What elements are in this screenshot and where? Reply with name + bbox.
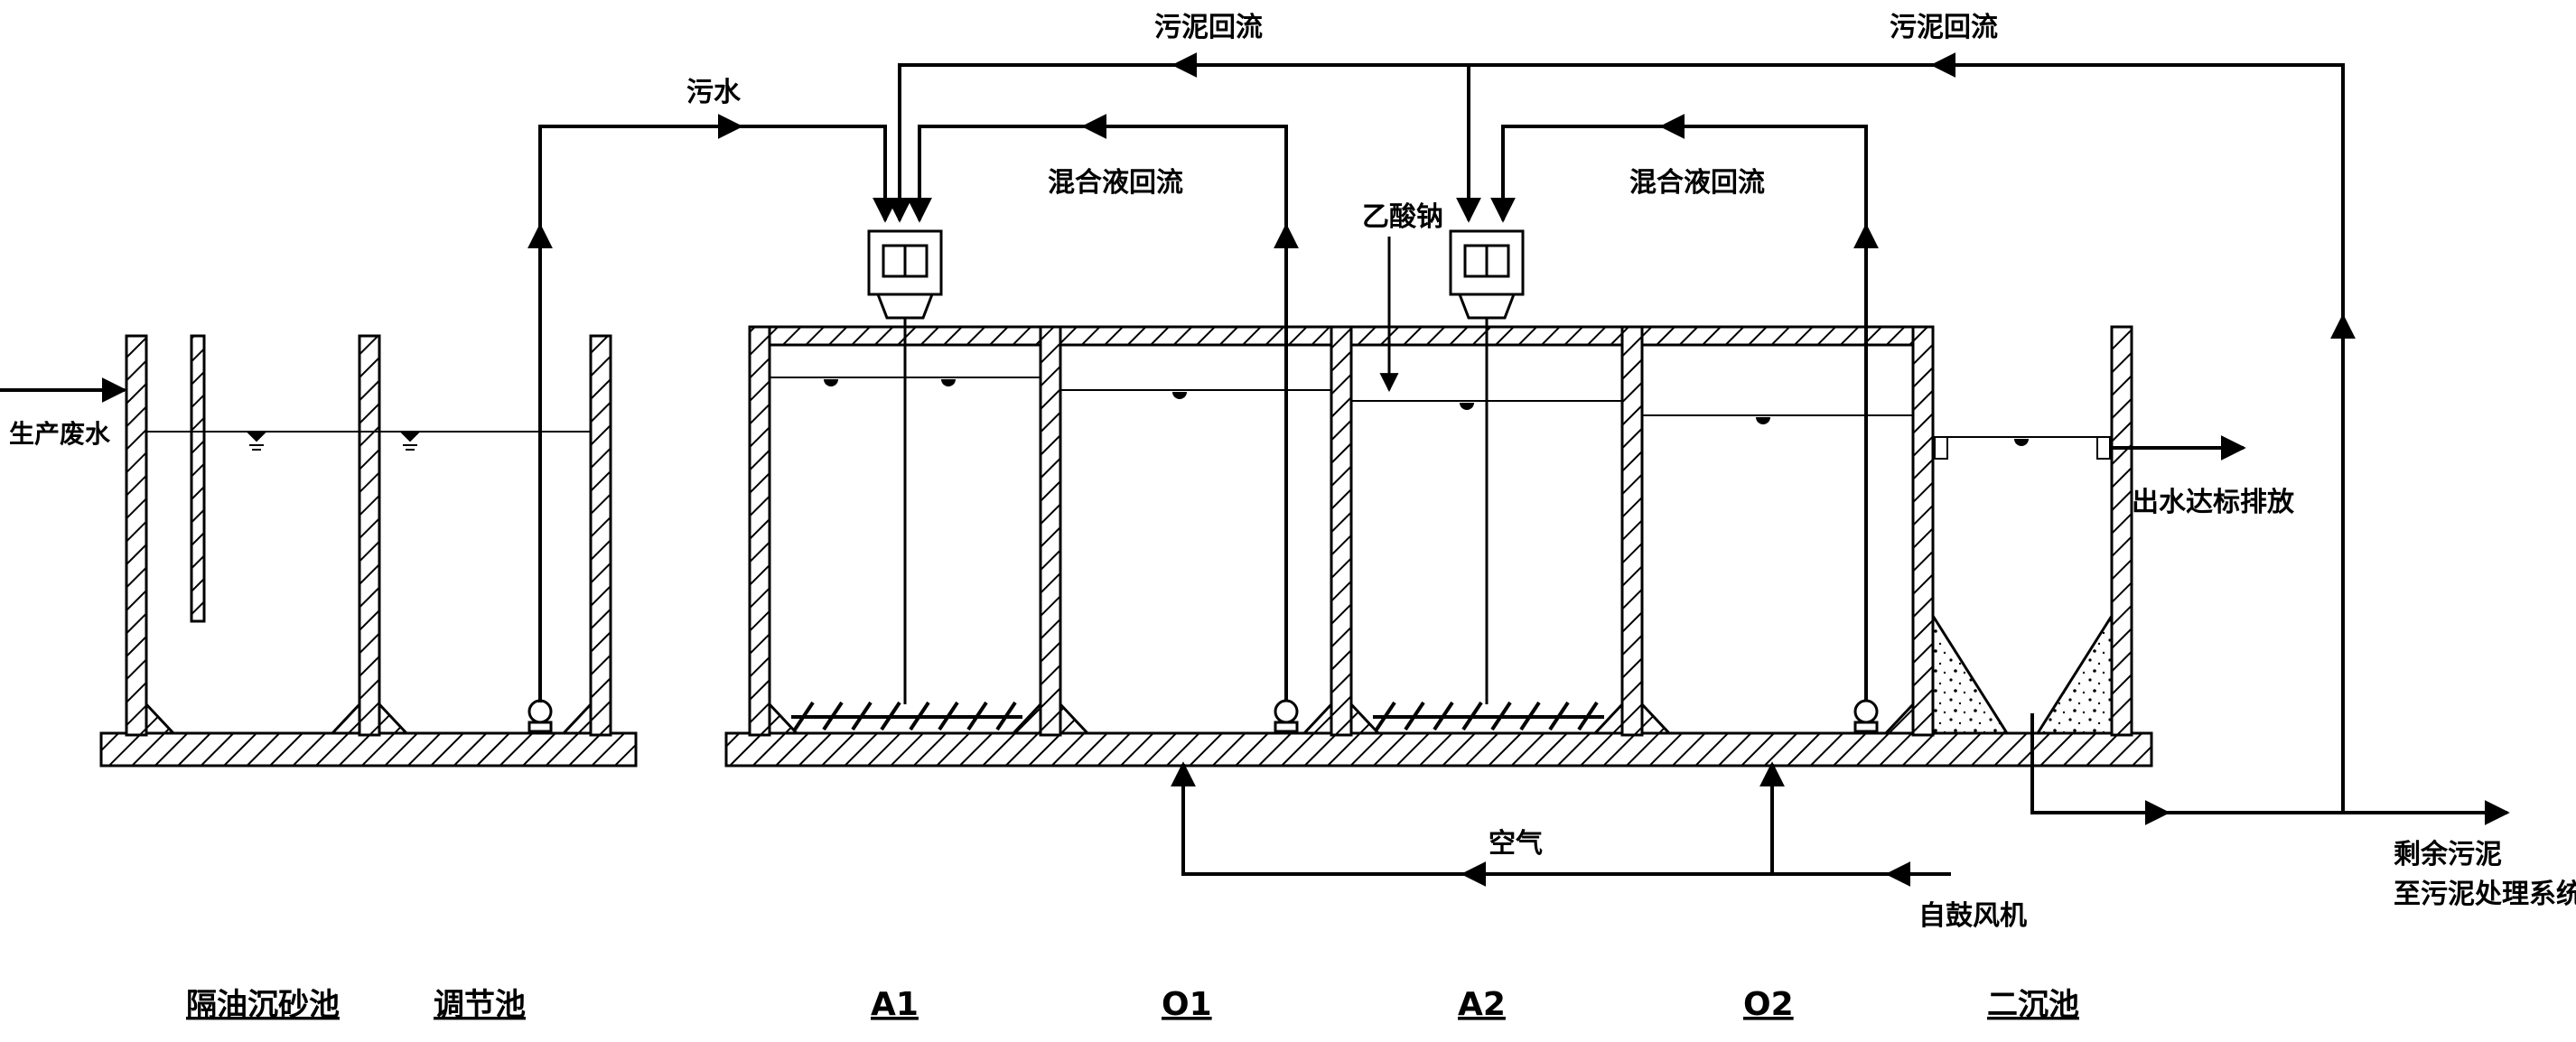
water-level-icon bbox=[400, 433, 420, 451]
label-mixed-return-2: 混合液回流 bbox=[1629, 167, 1765, 199]
label-blower: 自鼓风机 bbox=[1918, 900, 2027, 932]
main-basin-floor bbox=[724, 731, 2153, 768]
unit-a1: A1 bbox=[871, 986, 919, 1023]
unit-equalization: 调节池 bbox=[434, 987, 526, 1023]
mixed-liquor-return-1 bbox=[918, 125, 1288, 701]
label-sludge-return-right: 污泥回流 bbox=[1890, 12, 1998, 43]
left-basin-floor bbox=[99, 731, 638, 768]
left-basin-wall-left bbox=[125, 334, 148, 737]
label-effluent: 出水达标排放 bbox=[2132, 487, 2295, 518]
diffuser-a1 bbox=[791, 701, 1022, 731]
label-excess-sludge-2: 至污泥处理系统 bbox=[2394, 879, 2576, 910]
unit-a2: A2 bbox=[1458, 986, 1506, 1023]
unit-secondary-clarifier: 二沉池 bbox=[1987, 987, 2079, 1023]
left-basin bbox=[99, 334, 638, 768]
left-basin-wall-right bbox=[589, 334, 612, 737]
reflux-pump-icon-2 bbox=[1853, 699, 1879, 733]
clarifier-hopper-right bbox=[2035, 610, 2114, 735]
label-sludge-return-left: 污泥回流 bbox=[1154, 12, 1263, 43]
label-mixed-return-1: 混合液回流 bbox=[1048, 167, 1183, 199]
reflux-pump-icon-1 bbox=[1274, 699, 1299, 733]
main-basin bbox=[724, 325, 2153, 768]
mixed-liquor-return-2 bbox=[1501, 125, 1868, 701]
lift-pump-icon bbox=[527, 699, 553, 733]
label-excess-sludge-1: 剩余污泥 bbox=[2394, 839, 2502, 870]
diffuser-a2 bbox=[1373, 701, 1604, 731]
left-basin-wall-middle bbox=[358, 334, 381, 737]
mixer-a2 bbox=[1449, 229, 1525, 704]
oil-baffle bbox=[190, 334, 206, 623]
label-sewage: 污水 bbox=[686, 77, 742, 108]
mixer-a1 bbox=[867, 229, 943, 704]
label-air: 空气 bbox=[1489, 828, 1543, 860]
unit-oil-grit: 隔油沉砂池 bbox=[186, 987, 340, 1023]
water-level-icon bbox=[247, 433, 266, 451]
unit-o2: O2 bbox=[1743, 986, 1794, 1023]
air-line bbox=[1181, 782, 1951, 876]
label-production-wastewater: 生产废水 bbox=[9, 419, 111, 449]
label-sodium-acetate: 乙酸钠 bbox=[1362, 201, 1443, 233]
unit-o1: O1 bbox=[1162, 986, 1212, 1023]
clarifier-hopper-left bbox=[1931, 610, 2010, 735]
